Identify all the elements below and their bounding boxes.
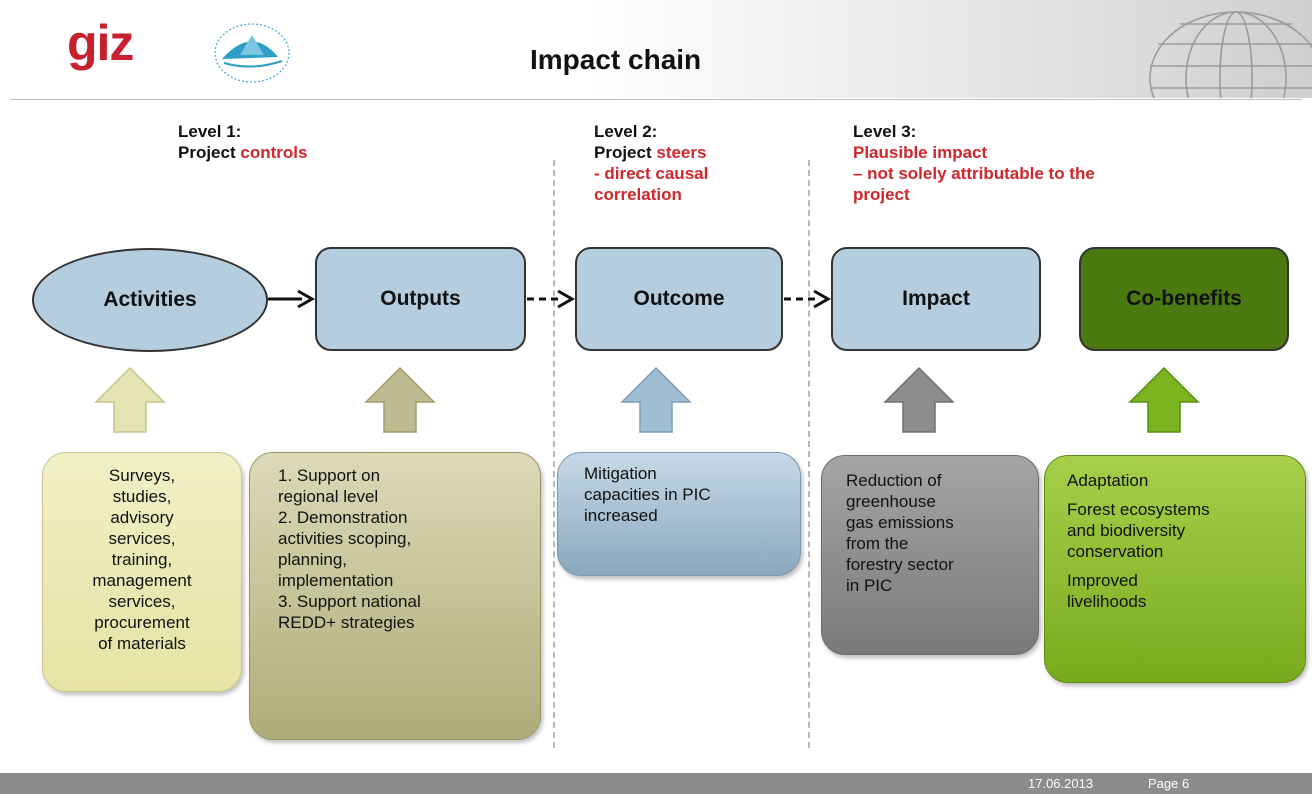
box-line: and biodiversity [1067,521,1186,540]
up-arrow-icon [94,366,166,433]
up-arrow-icon [883,366,955,433]
cobenefits-description-box: Adaptation Forest ecosystems and biodive… [1044,455,1306,683]
box-line: Reduction of [846,471,942,490]
cobenefits-node: Co-benefits [1079,247,1289,351]
level-2-line: correlation [594,185,682,204]
footer-page-number: Page 6 [1148,776,1190,791]
box-line: conservation [1067,542,1164,561]
box-line: training, [111,550,173,569]
header-divider [10,99,1302,100]
box-line: services, [108,592,176,611]
level-2-prefix: Project [594,143,657,162]
level-2-heading: Level 2: Project steers - direct causal … [594,121,708,205]
box-line: of materials [98,634,186,653]
box-line: forestry sector [846,555,954,574]
box-line: Surveys, [108,466,176,485]
level-3-line: project [853,185,910,204]
header-band [0,0,1312,98]
level-1-label: Level 1: [178,122,242,141]
partner-emblem-icon [214,23,290,83]
level-divider [553,160,555,748]
level-1-description: Project controls [178,142,307,163]
dashed-arrow-outputs-outcome [527,289,576,309]
box-line: gas emissions [846,513,954,532]
level-3-label: Level 3: [853,122,917,141]
box-line: studies, [112,487,172,506]
up-arrow-icon [1128,366,1200,433]
up-arrow-icon [620,366,692,433]
activities-description-box: Surveys, studies, advisory services, tra… [42,452,242,692]
outputs-node: Outputs [315,247,526,351]
footer-date: 17.06.2013 [1028,776,1094,791]
level-2-label: Level 2: [594,122,658,141]
box-line: Mitigation [584,464,657,483]
cobenefit-forest: Forest ecosystems and biodiversity conse… [1067,499,1299,562]
footer-bar [0,773,1312,794]
impact-description-box: Reduction of greenhouse gas emissions fr… [821,455,1039,655]
box-line: from the [846,534,909,553]
box-line: Improved [1067,571,1138,590]
level-1-heading: Level 1: Project controls [178,121,307,163]
box-line: 1. Support on [278,466,381,485]
box-line: in PIC [846,576,893,595]
outputs-description-box: 1. Support on regional level 2. Demonstr… [249,452,541,740]
dashed-arrow-outcome-impact [784,289,832,309]
box-line: 3. Support national [278,592,421,611]
level-2-line: - direct causal [594,164,709,183]
box-line: planning, [278,550,348,569]
box-line: activities scoping, [278,529,412,548]
level-divider [808,160,810,748]
up-arrow-icon [364,366,436,433]
activities-node: Activities [32,248,268,352]
level-1-highlight: controls [240,143,308,162]
box-line: procurement [94,613,190,632]
solid-arrow-activities-outputs [268,289,316,309]
level-3-heading: Level 3: Plausible impact – not solely a… [853,121,1095,205]
globe-icon [1149,11,1312,98]
box-line: Forest ecosystems [1067,500,1210,519]
outcome-node: Outcome [575,247,783,351]
box-line: advisory [110,508,174,527]
impact-node: Impact [831,247,1041,351]
box-line: management [92,571,192,590]
box-line: implementation [278,571,394,590]
level-1-prefix: Project [178,143,241,162]
box-line: capacities in PIC [584,485,711,504]
level-2-highlight: steers [656,143,707,162]
level-3-line: Plausible impact [853,143,988,162]
box-line: increased [584,506,658,525]
page-title: Impact chain [530,44,702,75]
box-line: services, [108,529,176,548]
box-line: regional level [278,487,379,506]
level-3-line: – not solely attributable to the [853,164,1095,183]
box-line: REDD+ strategies [278,613,415,632]
cobenefit-adaptation: Adaptation [1067,471,1149,490]
outcome-description-box: Mitigation capacities in PIC increased [557,452,801,576]
box-line: livelihoods [1067,592,1147,611]
giz-logo: giz [67,15,134,71]
box-line: 2. Demonstration [278,508,408,527]
level-2-description: Project steers [594,142,708,163]
cobenefit-livelihoods: Improved livelihoods [1067,570,1299,612]
box-line: greenhouse [846,492,936,511]
